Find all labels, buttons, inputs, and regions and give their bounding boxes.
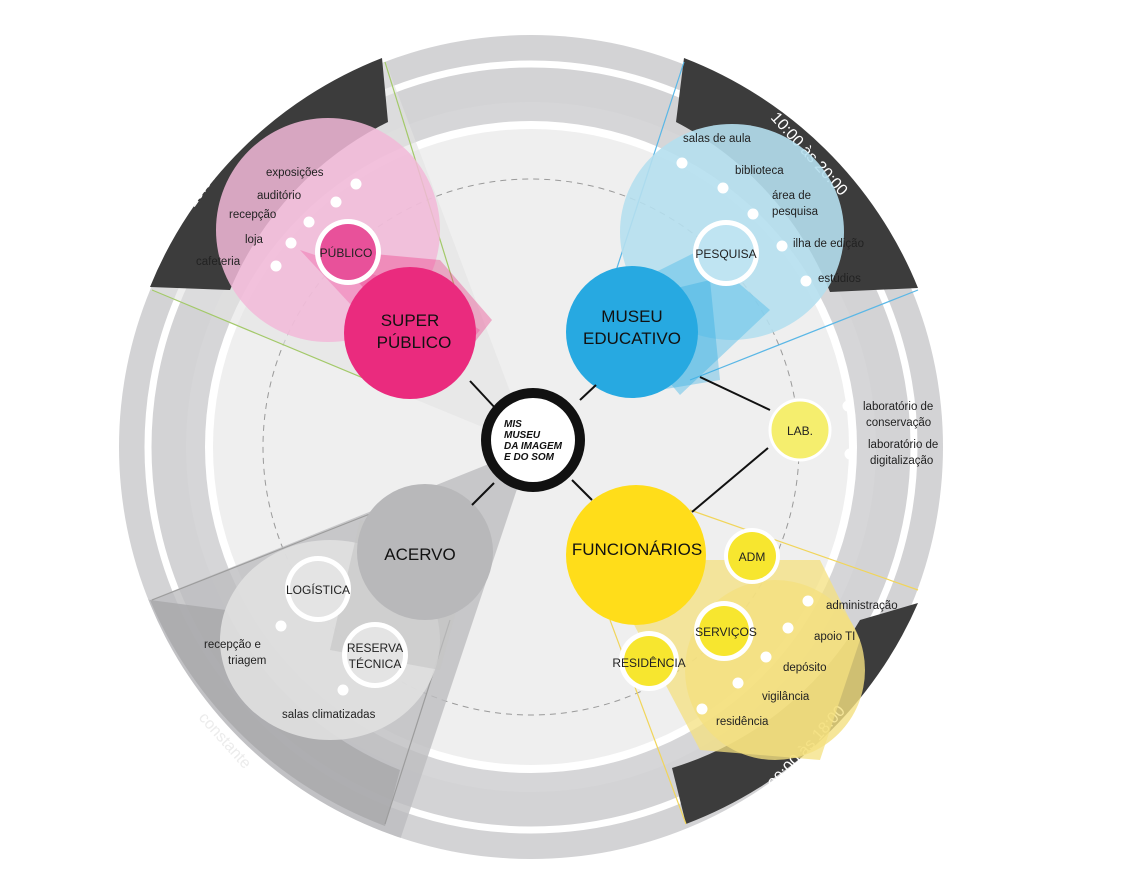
logo-line3: DA IMAGEM [504,441,563,452]
logistica-node-label: LOGÍSTICA [286,582,350,597]
logo-line1: MIS [504,419,522,430]
item-lab-conservacao-1: laboratório de [863,401,933,413]
item-recepcao-e: recepção e [204,639,261,651]
residencia-node-label: RESIDÊNCIA [612,655,685,670]
sector-acervo: ACERVO LOGÍSTICA RESERVA TÉCNICA recepçã… [204,484,493,740]
item-lab-conservacao-2: conservação [866,417,931,429]
item-estudios: estúdios [818,273,861,285]
adm-node-label: ADM [739,550,766,564]
logo-line4: E DO SOM [504,452,555,463]
item-area-de: área de [772,190,811,202]
center-connectors [469,380,597,506]
item-ilha-de-edicao: ilha de edição [793,238,864,250]
museu-educativo-hub[interactable] [566,266,698,398]
super-publico-line1: SUPER [381,311,440,330]
acervo-hub[interactable] [357,484,493,620]
sector-lab: LAB. laboratório de conservação laborató… [699,376,938,467]
museu-educativo-line2: EDUCATIVO [583,329,681,348]
center-logo[interactable]: MIS MUSEU DA IMAGEM E DO SOM [481,388,585,492]
logo-line2: MUSEU [504,430,541,441]
sector-funcionarios: FUNCIONÁRIOS ADM SERVIÇOS RESIDÊNCIA adm… [566,447,898,760]
reserva-line1: RESERVA [347,641,403,655]
item-loja: loja [245,234,264,246]
item-cafeteria: cafeteria [196,256,241,268]
lab-node[interactable] [768,398,832,462]
servicos-node-label: SERVIÇOS [695,625,757,639]
item-deposito: depósito [783,662,826,674]
item-triagem: triagem [228,655,266,667]
item-exposicoes: exposições [266,167,324,179]
item-salas-climatizadas: salas climatizadas [282,709,376,721]
item-vigilancia: vigilância [762,691,810,703]
reserva-line2: TÉCNICA [349,656,402,671]
item-recepcao: recepção [229,209,276,221]
super-publico-line2: PÚBLICO [377,333,452,352]
funcionarios-label: FUNCIONÁRIOS [572,540,702,559]
item-biblioteca: biblioteca [735,165,784,177]
item-administracao: administração [826,600,898,612]
sector-museu-educativo: PESQUISA MUSEU EDUCATIVO salas de aula b… [566,124,864,398]
acervo-label: ACERVO [384,545,456,564]
funcionarios-hub[interactable] [566,485,706,625]
item-residencia: residência [716,716,769,728]
item-lab-digitalizacao-1: laboratório de [868,439,938,451]
museu-educativo-line1: MUSEU [601,307,662,326]
sector-super-publico: PÚBLICO SUPER PÚBLICO exposições auditór… [196,118,492,399]
item-apoio-ti: apoio TI [814,631,855,643]
item-pesquisa: pesquisa [772,206,819,218]
lab-label: LAB. [787,424,813,438]
pesquisa-node-label: PESQUISA [695,247,756,261]
item-lab-digitalizacao-2: digitalização [870,455,933,467]
super-publico-hub[interactable] [344,267,476,399]
item-auditorio: auditório [257,190,301,202]
item-salas-de-aula: salas de aula [683,133,751,145]
publico-node-label: PÚBLICO [320,245,373,260]
